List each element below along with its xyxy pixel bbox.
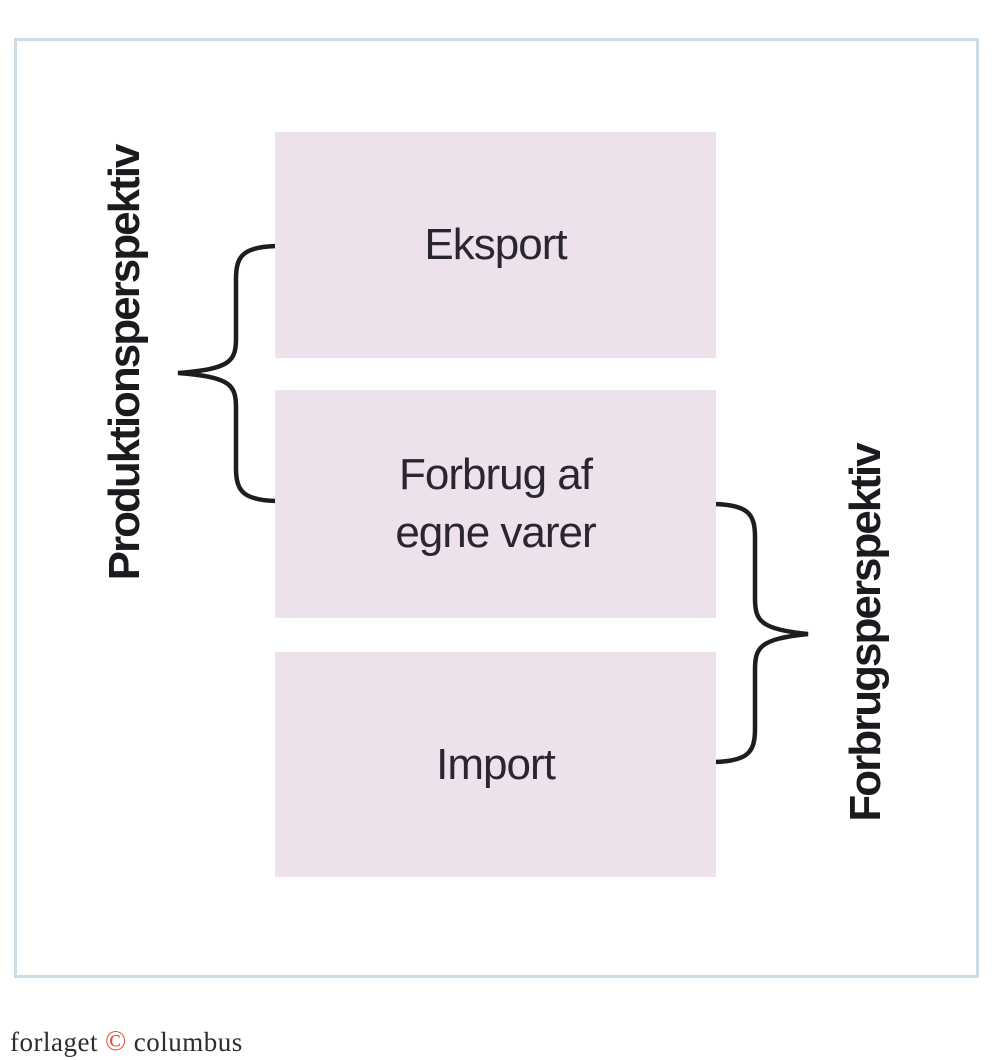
box-forbrug-label-line-2: egne varer [395,508,596,557]
box-forbrug-af-egne-varer: Forbrug af egne varer [275,390,716,618]
right-perspective-label: Forbrugsperspektiv [841,444,890,822]
box-eksport-label: Eksport [424,220,567,269]
left-perspective-label: Produktionsperspektiv [100,145,149,581]
box-import-label: Import [436,739,556,789]
publisher-credit-prefix: forlaget [10,1026,98,1057]
box-import: Import [275,652,716,877]
copyright-icon: © [104,1026,127,1057]
box-eksport: Eksport [275,132,716,358]
publisher-credit-name: columbus [133,1026,243,1057]
box-forbrug-label-line-1: Forbrug af [399,450,593,499]
publisher-credit: forlaget © columbus [10,1024,243,1060]
